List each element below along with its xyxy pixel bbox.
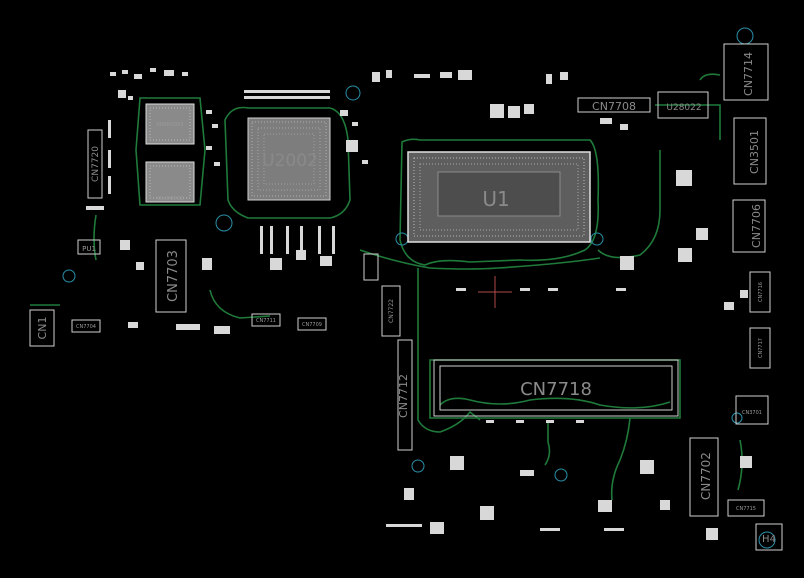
u2002-label: U2002 <box>262 151 318 171</box>
cn3701-label: CN3701 <box>742 410 762 416</box>
vram2002-label: VRAM2002 <box>156 196 183 202</box>
cn7711-label: CN7711 <box>256 318 276 324</box>
h4-label: H4 <box>762 534 776 545</box>
cn7703-label: CN7703 <box>166 250 181 302</box>
cn7712-label: CN7712 <box>397 374 410 418</box>
u1-cpu-chip <box>407 151 591 243</box>
cn7708-label: CN7708 <box>592 100 636 113</box>
cn7718-label: CN7718 <box>520 379 592 400</box>
connector-outlines <box>29 43 783 551</box>
cn7702-label: CN7702 <box>699 452 713 500</box>
origin-crosshair <box>478 276 512 308</box>
cn7720-label: CN7720 <box>91 146 101 182</box>
small-components <box>86 68 752 540</box>
u2002-gpu-chip <box>247 117 331 201</box>
cn1-label: CN1 <box>36 317 49 340</box>
cn7715-label: CN7715 <box>736 506 756 512</box>
cn3501-label: CN3501 <box>748 130 761 174</box>
cn7717-label: CN7717 <box>758 338 764 358</box>
u28022-label: U28022 <box>666 103 701 113</box>
u1-label: U1 <box>482 187 509 211</box>
pu1-label: PU1 <box>82 245 96 253</box>
cn7706-label: CN7706 <box>750 204 763 248</box>
cn7709-label: CN7709 <box>302 322 322 328</box>
vram2003-label: VRAM2003 <box>156 122 183 128</box>
cn7722-label: CN7722 <box>388 299 395 323</box>
cn7716-label: CN7716 <box>758 282 764 302</box>
vram-chips <box>145 103 195 203</box>
cn7704-label: CN7704 <box>76 324 96 330</box>
cn7714-label: CN7714 <box>742 52 755 96</box>
copper-traces <box>30 73 743 501</box>
